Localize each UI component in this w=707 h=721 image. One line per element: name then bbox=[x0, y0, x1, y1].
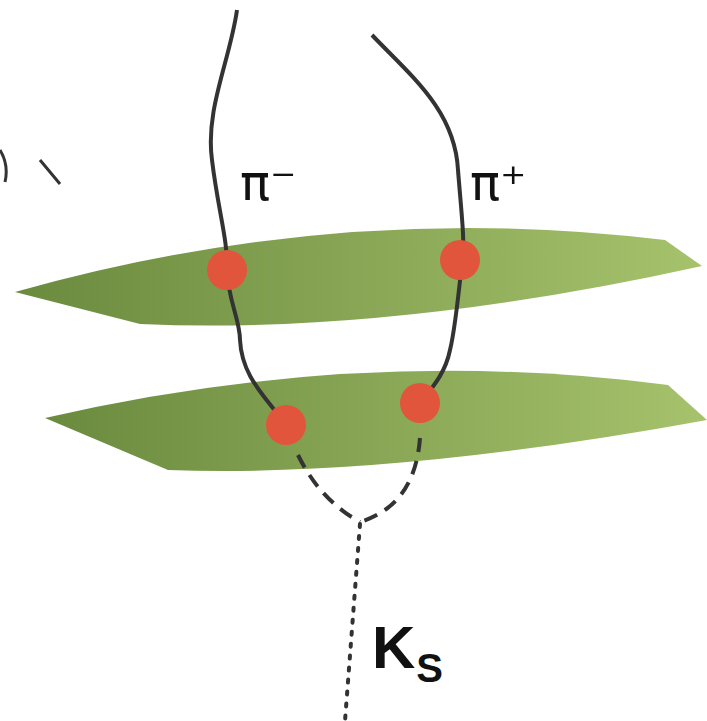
extrapolated-track bbox=[360, 438, 420, 522]
particle-subscript: S bbox=[416, 648, 443, 688]
detector-layer bbox=[45, 371, 707, 471]
pion-track bbox=[372, 35, 463, 403]
hit-dot bbox=[400, 383, 440, 423]
particle-label: K bbox=[372, 618, 415, 678]
hit-dot bbox=[207, 250, 247, 290]
hit-dot bbox=[440, 240, 480, 280]
particle-label: π⁺ bbox=[470, 158, 527, 208]
kaon-path bbox=[345, 524, 360, 721]
pion-track bbox=[211, 10, 285, 425]
hit-dot bbox=[266, 405, 306, 445]
detector-layer bbox=[15, 228, 702, 326]
particle-label: π⁻ bbox=[240, 158, 297, 208]
extrapolated-track bbox=[298, 455, 360, 522]
cut-off-mark bbox=[0, 150, 60, 184]
